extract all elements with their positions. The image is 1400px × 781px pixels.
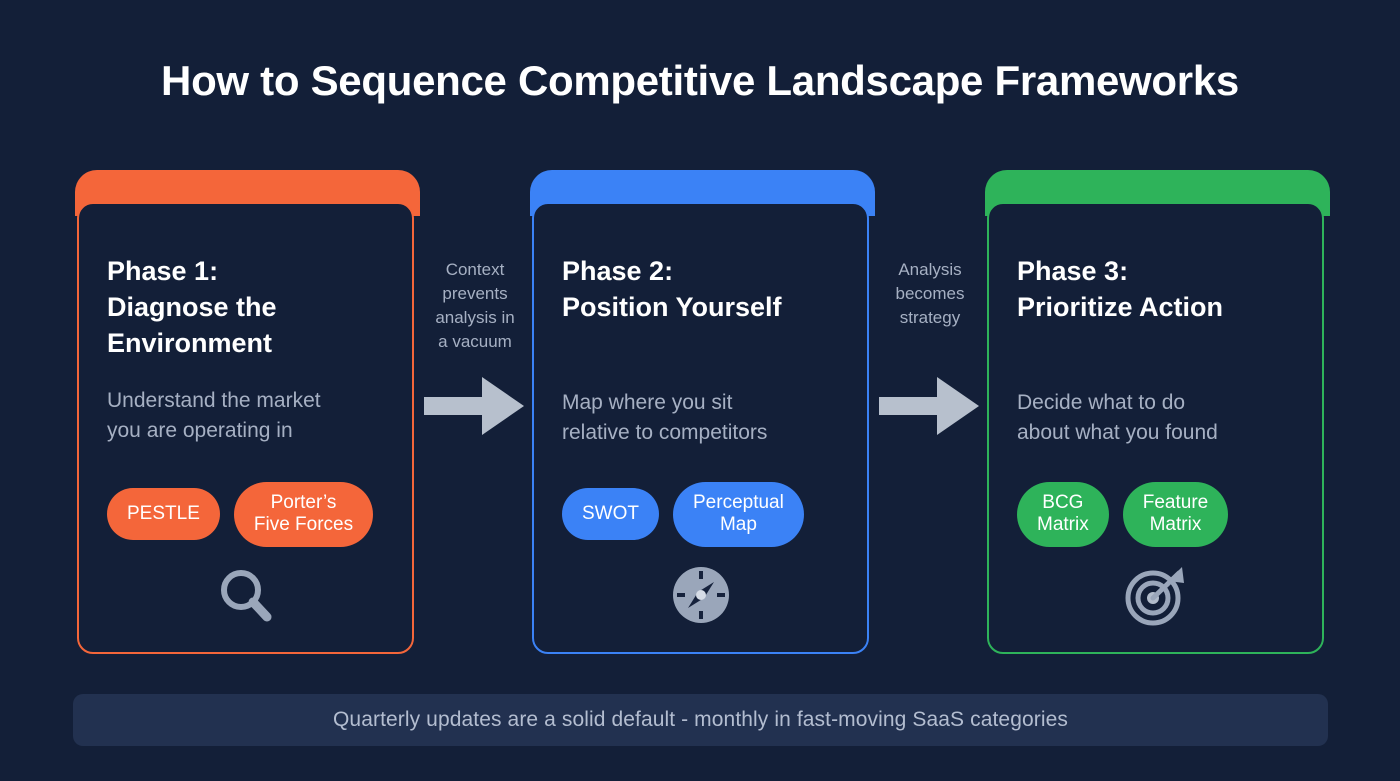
framework-pill-porters-five-forces[interactable]: Porter’s Five Forces <box>233 482 374 547</box>
phase-card-3-icon-slot <box>989 560 1322 630</box>
phase-card-2-description: Map where you sit relative to competitor… <box>562 390 768 445</box>
compass-icon <box>672 567 729 623</box>
phase-card-2-pill-row: SWOT Perceptual Map <box>562 482 839 547</box>
phase-card-3-description: Decide what to do about what you found <box>1017 390 1218 445</box>
phase-card-3-heading: Phase 3: Prioritize Action <box>1017 256 1224 322</box>
phase-card-3-body: Phase 3: Prioritize Action Decide what t… <box>987 202 1324 654</box>
phase-card-3[interactable]: Phase 3: Prioritize Action Decide what t… <box>985 170 1330 660</box>
arrow-right-icon-2 <box>879 377 979 435</box>
framework-pill-pestle[interactable]: PESTLE <box>107 488 220 541</box>
target-icon <box>1125 567 1184 626</box>
footer-note-banner: Quarterly updates are a solid default - … <box>73 694 1328 746</box>
connector-1-label: Context prevents analysis in a vacuum <box>435 260 515 352</box>
phase-card-1-description: Understand the market you are operating … <box>107 388 321 443</box>
connector-2: Analysis becomes strategy <box>875 170 985 660</box>
connector-1: Context prevents analysis in a vacuum <box>420 170 530 660</box>
phase-card-1-pill-row: PESTLE Porter’s Five Forces <box>107 482 384 547</box>
footer-note-text: Quarterly updates are a solid default - … <box>332 708 1068 731</box>
phase-card-2-heading: Phase 2: Position Yourself <box>562 256 782 322</box>
phase-card-1-heading: Phase 1: Diagnose the Environment <box>107 256 277 358</box>
framework-pill-swot[interactable]: SWOT <box>562 488 659 541</box>
phase-card-1-body: Phase 1: Diagnose the Environment Unders… <box>77 202 414 654</box>
phase-card-3-pill-row: BCG Matrix Feature Matrix <box>1017 482 1294 547</box>
phase-card-1[interactable]: Phase 1: Diagnose the Environment Unders… <box>75 170 420 660</box>
framework-pill-perceptual-map[interactable]: Perceptual Map <box>673 482 804 547</box>
phase-flow: Phase 1: Diagnose the Environment Unders… <box>75 170 1330 660</box>
phase-card-1-icon-slot <box>79 560 412 630</box>
page-title: How to Sequence Competitive Landscape Fr… <box>161 57 1239 104</box>
framework-pill-feature-matrix[interactable]: Feature Matrix <box>1122 482 1229 547</box>
connector-2-label: Analysis becomes strategy <box>895 260 965 328</box>
phase-card-2-icon-slot <box>534 560 867 630</box>
magnifier-icon <box>220 570 271 622</box>
arrow-right-icon-1 <box>424 377 524 435</box>
phase-card-2-body: Phase 2: Position Yourself Map where you… <box>532 202 869 654</box>
phase-card-2[interactable]: Phase 2: Position Yourself Map where you… <box>530 170 875 660</box>
framework-pill-bcg-matrix[interactable]: BCG Matrix <box>1017 482 1109 547</box>
